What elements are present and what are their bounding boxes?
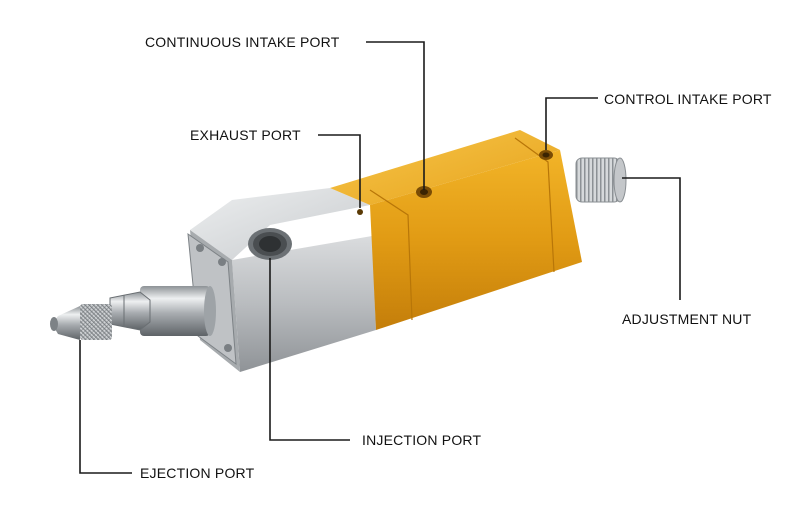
leader-continuous-intake bbox=[366, 41, 425, 190]
leader-lines bbox=[79, 41, 681, 474]
adjustment-nut bbox=[575, 157, 627, 203]
label-control-intake-port: CONTROL INTAKE PORT bbox=[604, 91, 772, 107]
nozzle-assembly bbox=[50, 286, 216, 340]
steel-block bbox=[187, 188, 376, 372]
label-adjustment-nut: ADJUSTMENT NUT bbox=[622, 311, 752, 327]
leader-adjustment bbox=[622, 177, 681, 300]
leader-ejection bbox=[79, 340, 132, 474]
gold-body bbox=[330, 130, 582, 330]
leader-control-intake bbox=[545, 97, 598, 150]
label-injection-port: INJECTION PORT bbox=[362, 432, 481, 448]
label-exhaust-port: EXHAUST PORT bbox=[190, 127, 301, 143]
label-continuous-intake-port: CONTINUOUS INTAKE PORT bbox=[145, 34, 340, 50]
leader-exhaust bbox=[318, 134, 361, 208]
label-ejection-port: EJECTION PORT bbox=[140, 465, 255, 481]
leader-injection bbox=[269, 258, 350, 441]
